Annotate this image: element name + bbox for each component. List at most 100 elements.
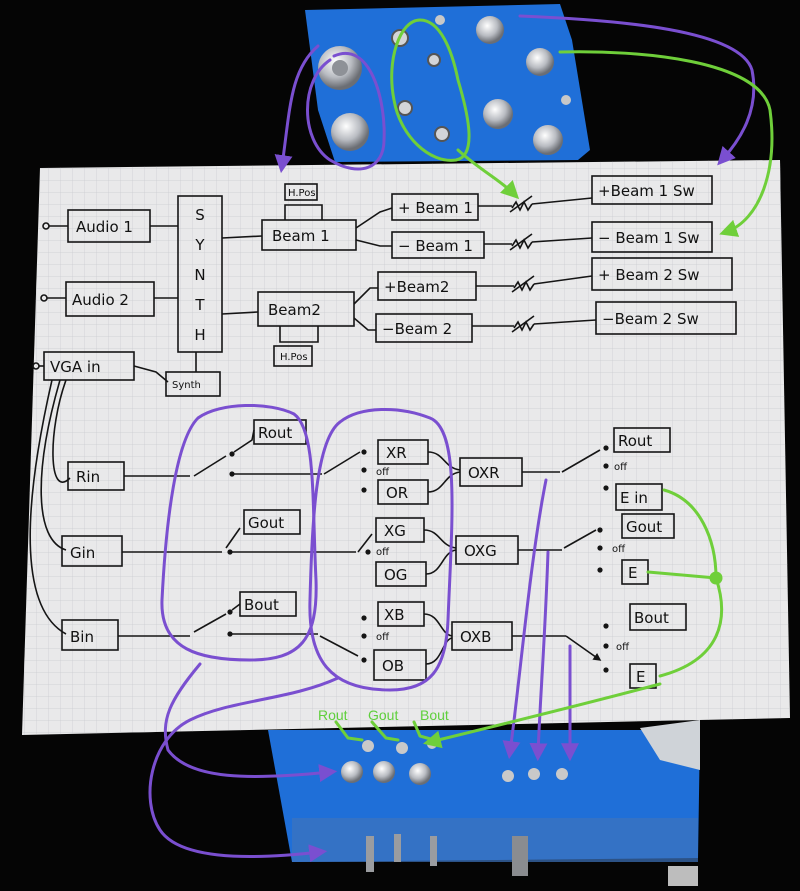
bout-a-box [239, 591, 297, 617]
rin-label: Rin [76, 468, 100, 486]
green-arrow-to-beam-sw [558, 50, 774, 237]
rout-panel-label: Rout [318, 707, 348, 723]
gin-box [61, 535, 123, 567]
bin-box [61, 619, 119, 651]
toggle-top [435, 15, 445, 25]
hpos-bottom-label: H.Pos [280, 352, 308, 363]
green-junction-to-e [658, 576, 724, 678]
minus-beam1-sw-label: − Beam 1 Sw [598, 229, 700, 247]
toggle-lever-1 [366, 836, 374, 872]
off-r-out-label: off [614, 462, 628, 473]
green-junction [709, 571, 723, 585]
toggle-big-2 [373, 761, 395, 783]
gout-b-label: Gout [626, 518, 662, 536]
green-ein-to-junction [662, 488, 718, 580]
plus-beam1-label: + Beam 1 [398, 199, 473, 217]
toggle-small-3 [556, 768, 568, 780]
ein-label: E in [620, 489, 648, 507]
bout-panel-label: Bout [420, 707, 449, 723]
beam1-box [261, 219, 357, 251]
rout-b-label: Rout [618, 432, 652, 450]
rout-a-label: Rout [258, 424, 292, 442]
bottom-control-panel [268, 720, 700, 886]
purple-down-2 [529, 550, 550, 762]
gout-b-box [621, 513, 675, 539]
schematic-labels: Audio 1 Audio 2 S Y N T H Beam 1 Beam2 H… [50, 182, 700, 686]
beam2-box [257, 291, 355, 327]
gout-a-box [243, 509, 301, 535]
synth-letter-y: Y [194, 236, 205, 254]
ein-box [615, 483, 663, 511]
minus-beam1-box [391, 231, 485, 259]
bout-b-label: Bout [634, 609, 669, 627]
green-bracket [334, 720, 436, 742]
plus-beam2-sw-box [591, 257, 733, 291]
purple-loop-top-knobs [306, 52, 386, 171]
purple-curve-to-toggles [163, 662, 338, 783]
audio2-label: Audio 2 [72, 291, 129, 309]
pointer-knob-3 [483, 99, 513, 129]
minus-beam1-sw-box [591, 221, 713, 253]
green-loop-jacks [390, 18, 471, 162]
toggle-big-3 [409, 763, 431, 785]
jack-3 [397, 100, 413, 116]
vga-in-label: VGA in [50, 358, 101, 376]
off-g-mid-label: off [376, 547, 390, 558]
xb-label: XB [384, 606, 405, 624]
green-annotations [334, 18, 774, 749]
synth-letter-n: N [194, 266, 205, 284]
off-g-out-label: off [612, 544, 626, 555]
e-b-label: E [636, 668, 645, 686]
toggle-small-2 [528, 768, 540, 780]
purple-switch-loop [160, 403, 318, 662]
audio2-box [65, 281, 155, 317]
graph-paper [22, 160, 790, 735]
or-label: OR [386, 484, 408, 502]
top-control-panel [305, 4, 590, 162]
synth-letter-t: T [194, 296, 205, 314]
jack-2 [427, 53, 441, 67]
audio1-label: Audio 1 [76, 218, 133, 236]
minus-beam2-sw-box [595, 301, 737, 335]
purple-select-loop [308, 408, 454, 692]
green-arrow-to-beam-pot [456, 148, 520, 200]
toggle-big-1 [341, 761, 363, 783]
plus-beam2-label: +Beam2 [384, 278, 449, 296]
oxr-label: OXR [468, 464, 500, 482]
bin-label: Bin [70, 628, 94, 646]
synth-letter-s: S [195, 206, 205, 224]
minus-beam2-box [375, 313, 473, 343]
pointer-knob-4 [533, 125, 563, 155]
purple-curve-to-levers [148, 676, 340, 863]
hpos-bottom-box [273, 345, 313, 367]
rout-b-box [613, 427, 671, 453]
pointer-knob-2 [526, 48, 554, 76]
green-e-to-junction [646, 570, 718, 580]
beam2-label: Beam2 [268, 301, 321, 319]
plus-beam1-box [391, 193, 479, 221]
plus-beam1-sw-box [591, 175, 713, 205]
xg-label: XG [384, 522, 406, 540]
og-label: OG [384, 566, 407, 584]
bout-b-box [629, 603, 687, 631]
bottom-square-light [668, 866, 698, 886]
off-r-mid-label: off [376, 467, 390, 478]
green-arrow-to-panel [423, 682, 662, 749]
hpos-top-label: H.Pos [288, 188, 316, 199]
gout-panel-label: Gout [368, 707, 398, 723]
ob-label: OB [382, 657, 404, 675]
toggle-right [561, 95, 571, 105]
synth-letter-h: H [194, 326, 205, 344]
e-g-label: E [628, 564, 637, 582]
off-b-mid-label: off [376, 632, 390, 643]
purple-annotations [148, 14, 756, 863]
bout-a-label: Bout [244, 596, 279, 614]
purple-arrow-to-beam [274, 44, 320, 174]
pointer-knob-1 [476, 16, 504, 44]
gout-a-label: Gout [248, 514, 284, 532]
purple-arrow-top-right [518, 14, 756, 166]
ob-box [373, 649, 427, 681]
gin-label: Gin [70, 544, 95, 562]
jack-4 [434, 126, 450, 142]
